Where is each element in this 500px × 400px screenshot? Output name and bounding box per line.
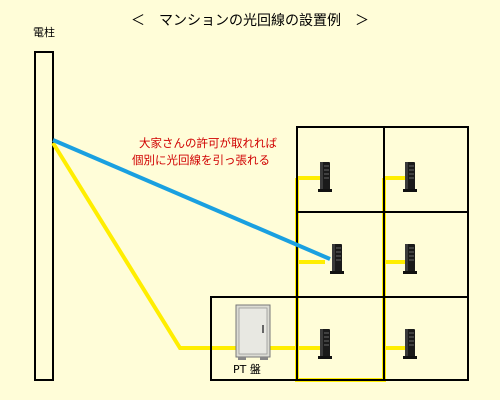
utility-pole xyxy=(34,51,54,381)
apartment-unit-2b xyxy=(383,211,469,298)
apartment-unit-3a xyxy=(296,126,385,213)
router-device-icon xyxy=(317,161,333,193)
apartment-building xyxy=(210,126,469,381)
router-device-icon xyxy=(402,161,418,193)
utility-pole-label: 電柱 xyxy=(33,26,55,39)
pt-panel-cabinet-icon xyxy=(235,304,271,360)
router-device-icon xyxy=(329,243,345,275)
individual-fiber-line xyxy=(52,138,331,261)
router-device-icon xyxy=(402,243,418,275)
pt-panel-label: PT 盤 xyxy=(233,363,261,376)
apartment-unit-1a xyxy=(296,296,385,381)
router-device-icon xyxy=(317,328,333,360)
annotation-line-2: 個別に光回線を引っ張れる xyxy=(132,153,270,167)
shared-fiber-line xyxy=(51,141,412,382)
apartment-unit-1b xyxy=(383,296,469,381)
apartment-unit-3b xyxy=(383,126,469,213)
router-device-icon xyxy=(402,328,418,360)
annotation-line-1: 大家さんの許可が取れれば xyxy=(139,136,277,150)
diagram-title: ＜ マンションの光回線の設置例 ＞ xyxy=(131,13,369,29)
